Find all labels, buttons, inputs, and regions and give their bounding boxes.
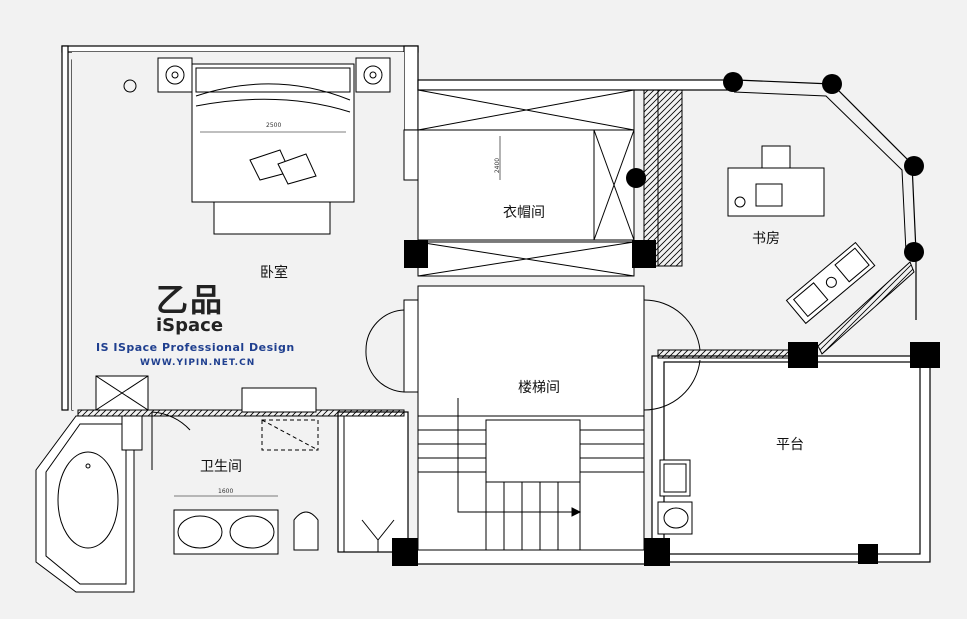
terrace-fixtures xyxy=(657,459,693,535)
stair-treads-left xyxy=(418,429,486,473)
room-label-study: 书房 xyxy=(752,231,780,247)
room-label-bedroom: 卧室 xyxy=(260,265,288,281)
hatched-walls xyxy=(77,89,915,417)
dimension-bed-width: 2500 xyxy=(266,122,282,129)
dimension-vanity-width: 1600 xyxy=(218,488,234,495)
bedroom xyxy=(72,52,419,410)
columns xyxy=(392,72,940,566)
logo-tagline: IS ISpace Professional Design xyxy=(96,341,295,354)
closet xyxy=(417,89,635,277)
logo-mark: 乙品 xyxy=(156,281,225,319)
dimension-closet-depth: 2400 xyxy=(494,157,502,174)
logo-brand: iSpace xyxy=(156,315,224,336)
room-label-terrace: 平台 xyxy=(776,437,804,453)
logo-url: WWW.YIPIN.NET.CN xyxy=(140,358,256,368)
stairwell xyxy=(365,285,701,551)
bathroom xyxy=(35,375,395,593)
room-label-closet: 衣帽间 xyxy=(503,205,545,221)
study xyxy=(727,145,876,325)
stair-treads-right xyxy=(580,429,644,473)
room-label-bathroom: 卫生间 xyxy=(200,459,242,475)
stair-treads-bottom xyxy=(485,482,581,550)
room-label-stairs: 楼梯间 xyxy=(518,380,560,396)
